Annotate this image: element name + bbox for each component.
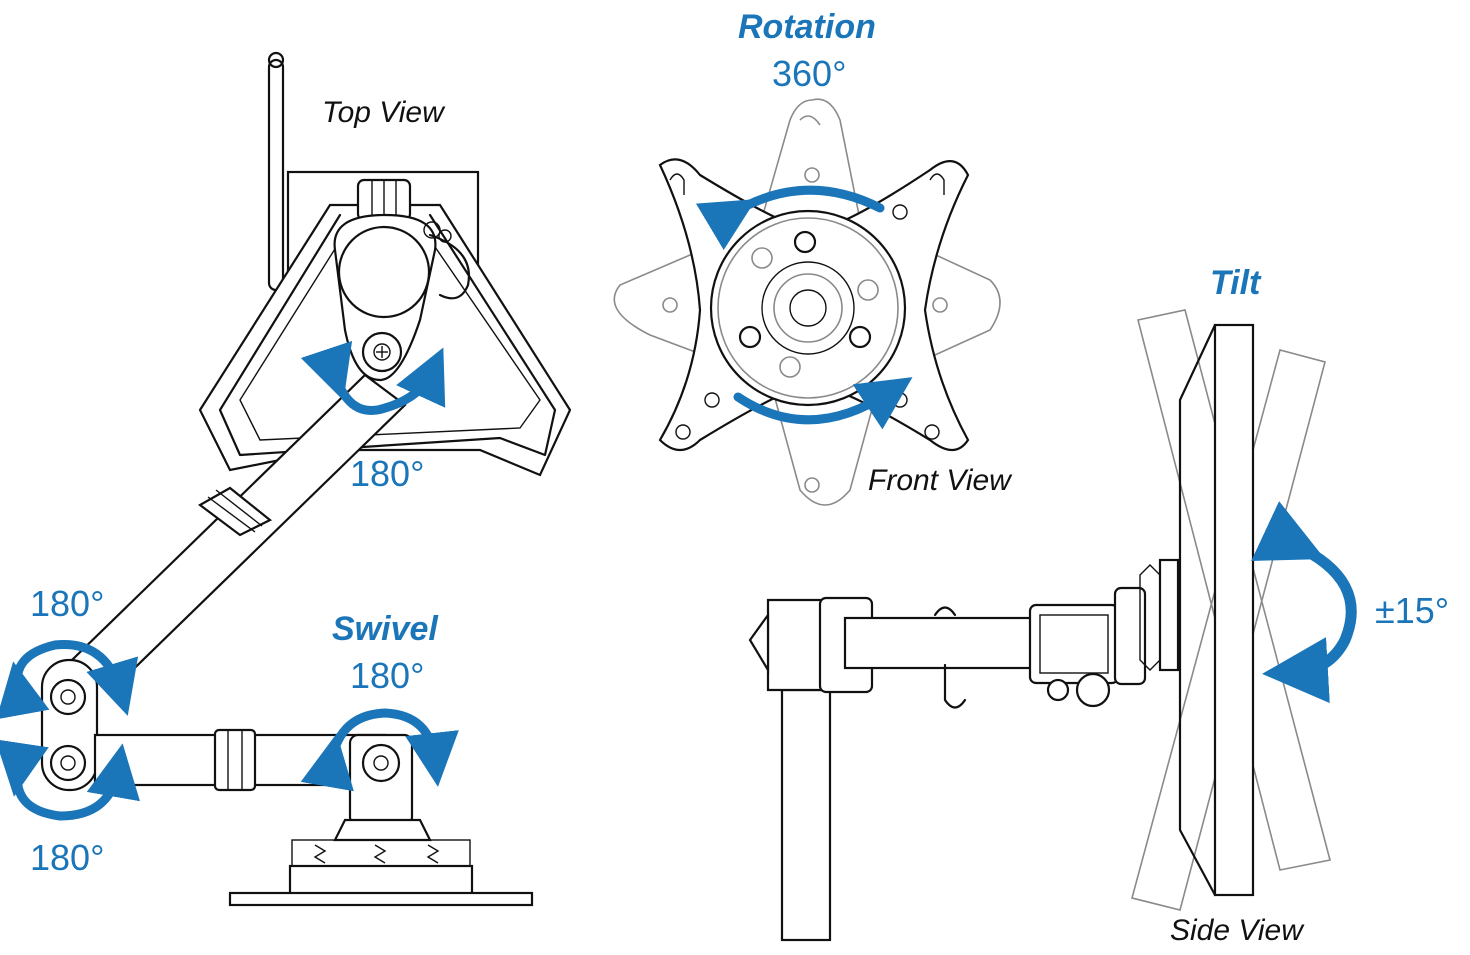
tilt-title: Tilt [1210,264,1261,302]
rotation-arrows-front-view [695,185,913,430]
rotation-hub [709,209,907,407]
swivel-arrow-icon [0,739,140,821]
tilt-arrow-icon [1251,501,1357,704]
swivel-arrow-icon [300,340,446,416]
rotation-arrows-top-view [0,340,459,821]
swivel-arrow-icon [0,640,139,720]
front-view-label: Front View [868,464,1011,497]
rotation-arrow-icon [733,377,913,430]
side-view-drawing [748,309,1331,942]
tilt-angle: ±15° [1375,590,1450,631]
top-view-label: Top View [322,96,444,129]
monitor-side [1213,323,1255,897]
pole [780,688,832,942]
swivel-angle: 180° [350,655,425,696]
top-hub-angle: 180° [350,453,425,494]
elbow-lower-angle: 180° [30,837,105,878]
front-view-drawing [613,98,1001,506]
rotation-angle: 360° [772,53,847,94]
desk-plate [228,891,534,907]
rotated-plate-ghost [613,98,1001,506]
rotation-title: Rotation [738,8,876,46]
side-view-label: Side View [1170,914,1303,947]
swivel-arrow-icon [300,708,459,792]
elbow-upper-angle: 180° [30,583,105,624]
tilt-pivot [1028,603,1120,685]
rotation-arrow-icon [695,185,885,251]
pivot-cap [337,225,431,319]
tilt-arrow [1251,501,1357,704]
side-arm [843,616,1042,670]
swivel-title: Swivel [332,610,438,648]
tilt-ghost-forward [1131,349,1326,911]
antenna-rod [267,58,285,292]
top-view-drawing [40,51,572,907]
